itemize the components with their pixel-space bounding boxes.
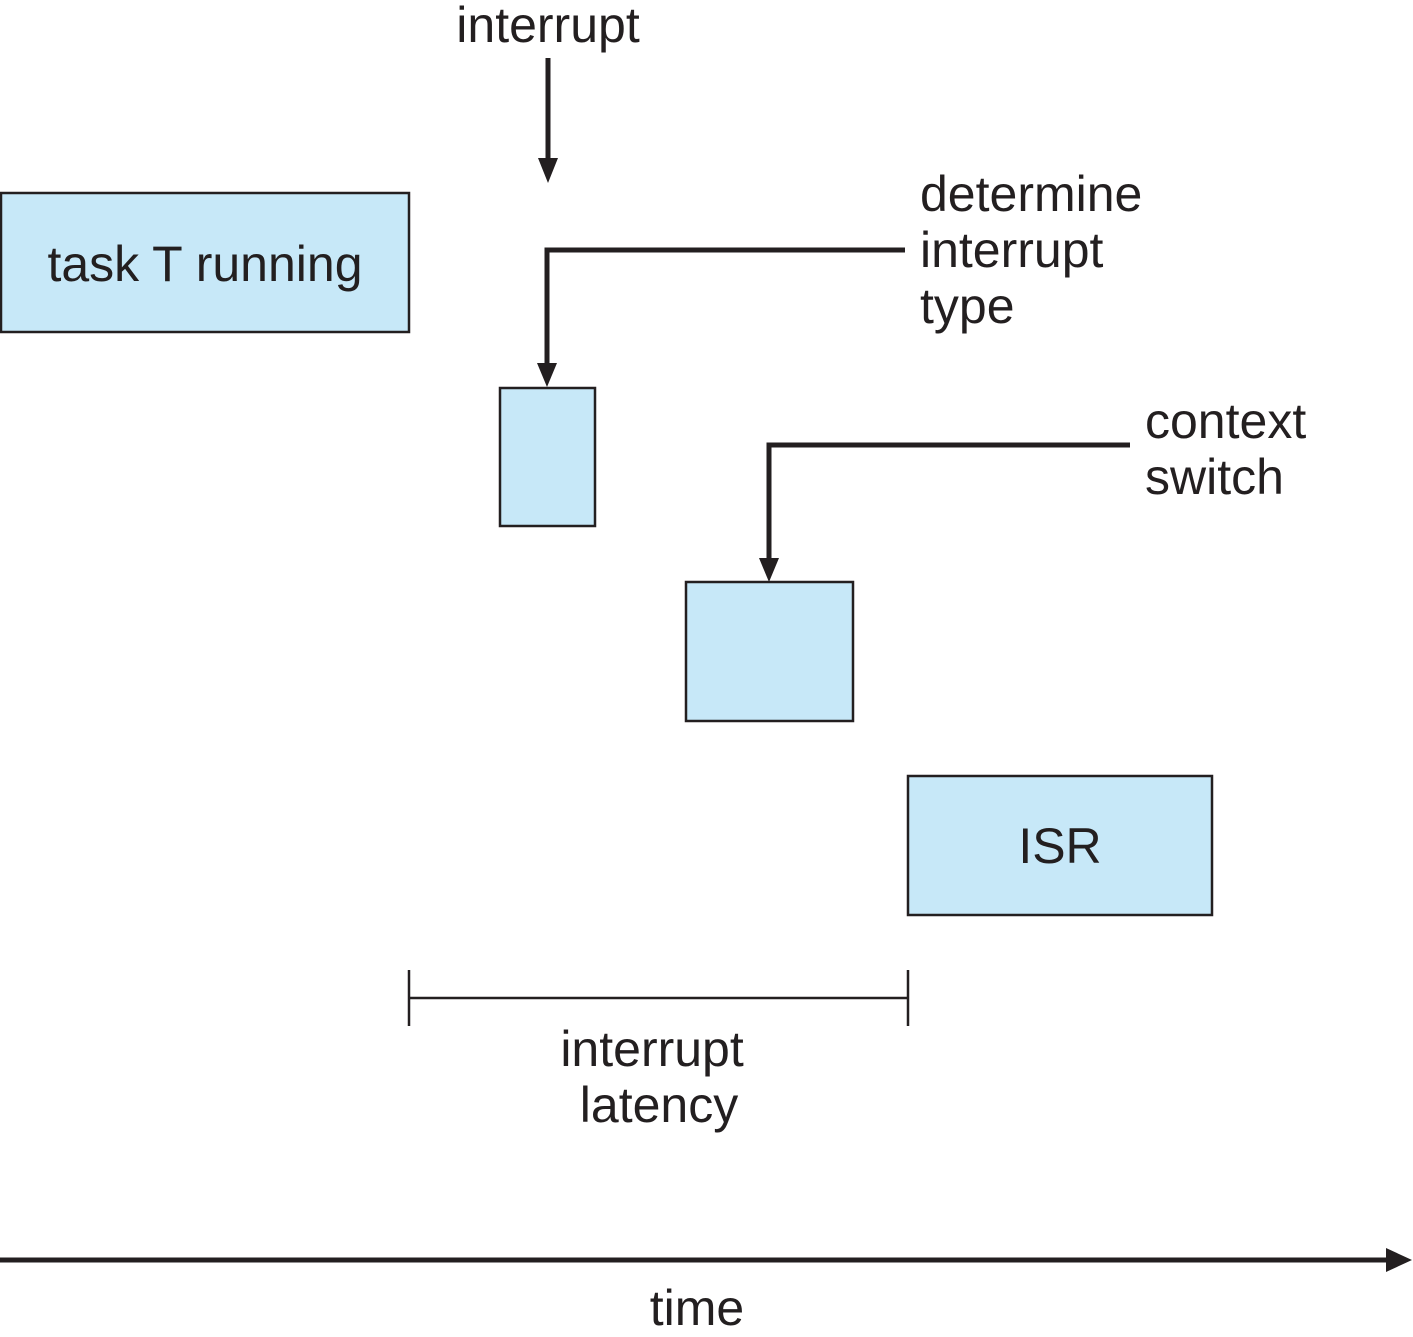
- determine-interrupt-type-line-3: type: [920, 278, 1015, 334]
- context-switch-arrow-head: [759, 558, 779, 582]
- determine-interrupt-type-label: determine interrupt type: [920, 166, 1156, 334]
- determine-interrupt-type-line-2: interrupt: [920, 222, 1104, 278]
- task-running-box: [0, 191, 411, 334]
- determine-interrupt-type-box: [498, 386, 597, 528]
- context-switch-label: context switch: [1145, 393, 1320, 505]
- interrupt-latency-line-2: latency: [580, 1077, 738, 1133]
- determine-interrupt-type-line-1: determine: [920, 166, 1142, 222]
- isr-label: ISR: [1018, 818, 1101, 874]
- time-label: time: [650, 1280, 744, 1336]
- interrupt-label: interrupt: [456, 0, 640, 53]
- task-running-label: task T running: [47, 236, 362, 292]
- interrupt-arrow-head: [538, 158, 558, 183]
- time-axis-arrow-head: [1386, 1248, 1412, 1272]
- context-switch-line-2: switch: [1145, 449, 1284, 505]
- interrupt-latency-label: interrupt latency: [560, 1021, 757, 1133]
- context-switch-box: [684, 580, 855, 723]
- context-switch-leader: [766, 442, 1130, 560]
- interrupt-latency-line-1: interrupt: [560, 1021, 744, 1077]
- context-switch-line-1: context: [1145, 393, 1306, 449]
- determine-interrupt-type-arrow-head: [537, 363, 557, 387]
- isr-box: [906, 774, 1214, 917]
- determine-interrupt-type-leader: [544, 247, 905, 365]
